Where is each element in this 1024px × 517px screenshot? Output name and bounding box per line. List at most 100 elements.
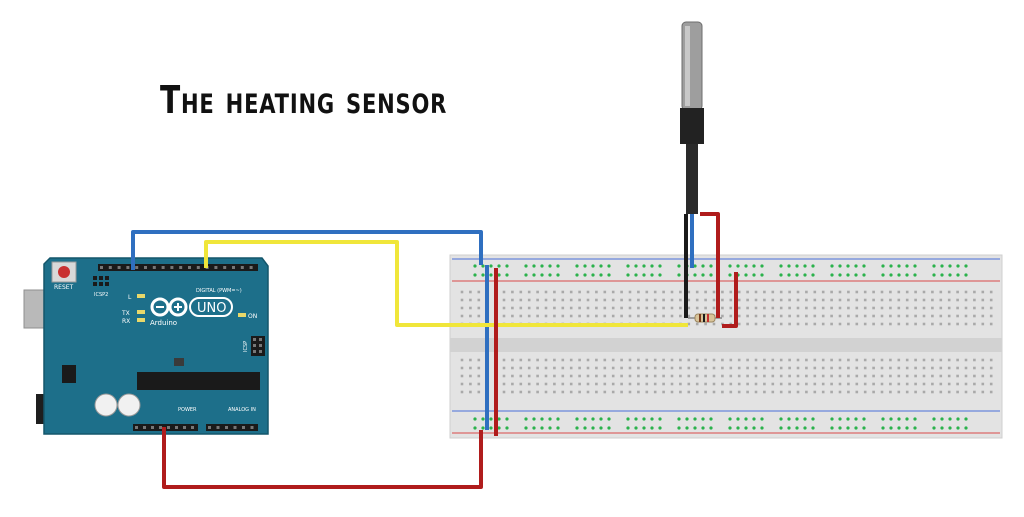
icsp2-pin	[93, 282, 97, 286]
terminal-hole	[880, 374, 884, 378]
terminal-hole	[905, 306, 909, 310]
terminal-hole	[838, 306, 842, 310]
terminal-hole	[947, 322, 951, 326]
terminal-hole	[595, 390, 598, 394]
rail-hole	[489, 426, 493, 430]
terminal-hole	[779, 290, 783, 294]
terminal-hole	[519, 306, 523, 310]
rail-hole	[709, 417, 713, 421]
terminal-hole	[679, 290, 682, 294]
terminal-hole	[779, 358, 783, 362]
terminal-hole	[611, 390, 615, 394]
terminal-hole	[931, 382, 934, 386]
wire-probe-vcc	[700, 212, 720, 318]
terminal-hole	[595, 314, 598, 318]
terminal-hole	[670, 306, 674, 310]
terminal-hole	[981, 382, 985, 386]
terminal-hole	[628, 290, 632, 294]
terminal-hole	[796, 358, 800, 362]
terminal-hole	[502, 314, 506, 318]
terminal-hole	[721, 290, 724, 294]
terminal-hole	[679, 390, 682, 394]
terminal-hole	[821, 298, 825, 302]
digital-pin	[152, 266, 156, 269]
terminal-hole	[771, 314, 775, 318]
terminal-hole	[813, 366, 817, 370]
terminal-hole	[569, 290, 573, 294]
terminal-hole	[553, 314, 556, 318]
icsp2-pin	[105, 282, 109, 286]
rail-hole	[524, 426, 528, 430]
terminal-hole	[611, 374, 615, 378]
terminal-hole	[939, 366, 943, 370]
terminal-hole	[779, 366, 783, 370]
terminal-hole	[569, 374, 573, 378]
terminal-hole	[704, 366, 707, 370]
led-l	[137, 294, 145, 298]
rail-hole	[548, 417, 552, 421]
terminal-hole	[553, 290, 556, 294]
terminal-hole	[704, 290, 707, 294]
terminal-hole	[905, 374, 909, 378]
terminal-hole	[931, 366, 934, 370]
uno-label: UNO	[197, 301, 226, 316]
terminal-hole	[695, 366, 699, 370]
terminal-hole	[763, 306, 766, 310]
terminal-hole	[855, 382, 859, 386]
rail-hole	[583, 426, 587, 430]
terminal-hole	[553, 358, 556, 362]
rail-hole	[889, 426, 893, 430]
terminal-hole	[796, 366, 800, 370]
terminal-hole	[779, 314, 783, 318]
uno-badge	[189, 297, 233, 317]
terminal-hole	[637, 314, 640, 318]
terminal-hole	[754, 374, 758, 378]
terminal-hole	[788, 298, 791, 302]
terminal-hole	[880, 366, 884, 370]
led-on-label: ON	[248, 313, 257, 320]
power-pin	[175, 426, 178, 429]
rail-hole	[811, 273, 815, 277]
terminal-hole	[947, 382, 951, 386]
terminal-hole	[981, 374, 985, 378]
terminal-hole	[872, 306, 875, 310]
terminal-hole	[754, 314, 758, 318]
terminal-hole	[653, 290, 657, 294]
rail-hole	[709, 264, 713, 268]
led-rx-label: RX	[122, 318, 130, 325]
terminal-hole	[544, 358, 548, 362]
terminal-hole	[502, 358, 506, 362]
terminal-hole	[746, 298, 749, 302]
terminal-hole	[830, 290, 833, 294]
terminal-hole	[544, 390, 548, 394]
terminal-hole	[947, 374, 951, 378]
terminal-hole	[939, 314, 943, 318]
rail-hole	[854, 264, 858, 268]
terminal-hole	[536, 306, 539, 310]
terminal-hole	[712, 306, 716, 310]
terminal-hole	[536, 382, 539, 386]
terminal-hole	[721, 374, 724, 378]
rail-hole	[854, 417, 858, 421]
terminal-hole	[796, 298, 800, 302]
rail-hole	[473, 264, 477, 268]
terminal-hole	[611, 382, 615, 386]
terminal-hole	[897, 358, 901, 362]
terminal-hole	[947, 290, 951, 294]
rail-hole	[497, 273, 501, 277]
terminal-hole	[477, 358, 481, 362]
rail-hole	[752, 264, 756, 268]
rail-hole	[932, 273, 936, 277]
terminal-hole	[973, 322, 976, 326]
terminal-hole	[721, 382, 724, 386]
rail-hole	[575, 417, 579, 421]
terminal-hole	[939, 298, 943, 302]
terminal-hole	[872, 390, 875, 394]
terminal-hole	[687, 366, 691, 370]
terminal-hole	[460, 306, 464, 310]
terminal-hole	[729, 314, 733, 318]
terminal-hole	[620, 314, 623, 318]
capacitor-2	[117, 393, 141, 417]
terminal-hole	[578, 306, 581, 310]
terminal-hole	[527, 314, 531, 318]
